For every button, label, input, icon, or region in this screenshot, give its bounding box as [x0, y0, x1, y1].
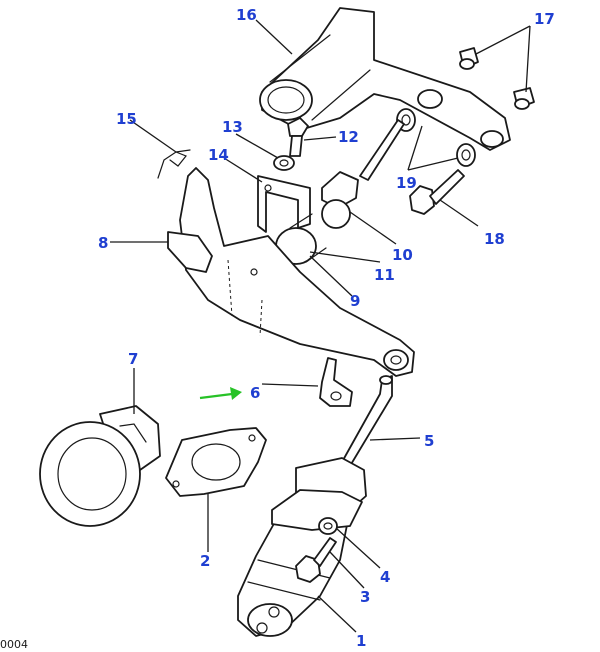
- part-2-gasket: [165, 427, 267, 497]
- callout-13: 13: [222, 118, 243, 136]
- part-18-bolt: [409, 169, 465, 215]
- callout-11: 11: [374, 266, 395, 284]
- callout-2: 2: [200, 552, 210, 570]
- callout-15: 15: [116, 110, 137, 128]
- callout-14: 14: [208, 146, 229, 164]
- part-3-bolt: [295, 537, 337, 583]
- leader-lines: [110, 19, 531, 633]
- callout-7: 7: [128, 350, 138, 368]
- part-9-pedal: [167, 167, 415, 377]
- part-15-clip: [157, 149, 191, 179]
- part-13-washer: [273, 155, 295, 171]
- green-pointer-arrow-icon: [199, 387, 242, 400]
- part-6-clevis: [319, 357, 353, 407]
- callout-17: 17: [534, 10, 555, 28]
- callout-9: 9: [350, 292, 360, 310]
- part-7-release-bearing: [39, 405, 161, 527]
- part-10-nut-stud: [321, 119, 405, 229]
- callout-6: 6: [250, 384, 260, 402]
- part-12-bolt: [287, 117, 309, 157]
- callout-19: 19: [396, 174, 417, 192]
- part-4-washer: [318, 517, 338, 535]
- callout-5: 5: [424, 432, 434, 450]
- callout-8: 8: [98, 234, 108, 252]
- callout-labels: 16 17 15 13 12 14 19 18 10 8 11 9 7 6 5 …: [98, 6, 555, 650]
- figure-reference-code: 0004: [0, 638, 28, 651]
- callout-10: 10: [392, 246, 413, 264]
- callout-1: 1: [356, 632, 366, 650]
- callout-3: 3: [360, 588, 370, 606]
- part-14-bracket: [257, 175, 311, 233]
- part-1-master-cylinder: [237, 457, 367, 637]
- part-17-bushes: [459, 47, 535, 110]
- callout-12: 12: [338, 128, 359, 146]
- callout-4: 4: [380, 568, 390, 586]
- callout-18: 18: [484, 230, 505, 248]
- part-16-cross-shaft: [259, 7, 511, 151]
- callout-16: 16: [236, 6, 257, 24]
